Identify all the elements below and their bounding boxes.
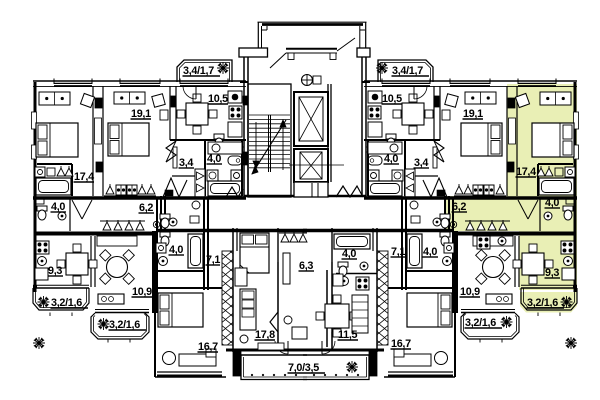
svg-text:11,5: 11,5 xyxy=(338,329,358,341)
svg-text:9,3: 9,3 xyxy=(48,265,62,277)
svg-text:3,2/1,6: 3,2/1,6 xyxy=(51,297,82,309)
svg-text:17,8: 17,8 xyxy=(255,329,275,341)
svg-text:4,0: 4,0 xyxy=(51,201,65,213)
svg-text:6,3: 6,3 xyxy=(299,260,313,272)
svg-text:7,1: 7,1 xyxy=(206,254,220,266)
svg-text:4,0: 4,0 xyxy=(342,248,356,260)
svg-text:4,0: 4,0 xyxy=(169,244,183,256)
svg-text:6,2: 6,2 xyxy=(139,202,153,214)
svg-text:9,3: 9,3 xyxy=(545,267,559,279)
svg-text:10,5: 10,5 xyxy=(208,93,228,105)
svg-text:10,9: 10,9 xyxy=(460,286,480,298)
svg-text:6,2: 6,2 xyxy=(452,201,466,213)
svg-text:3,4/1,7: 3,4/1,7 xyxy=(392,65,423,77)
svg-text:10,9: 10,9 xyxy=(132,286,152,298)
svg-text:10,5: 10,5 xyxy=(382,93,402,105)
svg-text:3,4: 3,4 xyxy=(179,157,193,169)
svg-text:19,1: 19,1 xyxy=(131,108,151,120)
svg-text:3,2/1,6: 3,2/1,6 xyxy=(109,319,140,331)
svg-text:3,2/1,6: 3,2/1,6 xyxy=(465,317,496,329)
svg-text:4,0: 4,0 xyxy=(384,153,398,165)
svg-text:17,4: 17,4 xyxy=(516,166,536,178)
svg-text:4,0: 4,0 xyxy=(545,197,559,209)
svg-text:7,1: 7,1 xyxy=(391,246,405,258)
svg-text:16,7: 16,7 xyxy=(391,338,411,350)
svg-text:16,7: 16,7 xyxy=(198,341,218,353)
svg-text:4,0: 4,0 xyxy=(423,246,437,258)
svg-text:7,0/3,5: 7,0/3,5 xyxy=(288,362,319,374)
svg-text:3,4: 3,4 xyxy=(414,157,428,169)
svg-text:3,2/1,6: 3,2/1,6 xyxy=(527,297,558,309)
svg-text:19,1: 19,1 xyxy=(463,108,483,120)
svg-text:17,4: 17,4 xyxy=(74,171,94,183)
svg-text:3,4/1,7: 3,4/1,7 xyxy=(183,65,214,77)
svg-text:4,0: 4,0 xyxy=(207,153,221,165)
